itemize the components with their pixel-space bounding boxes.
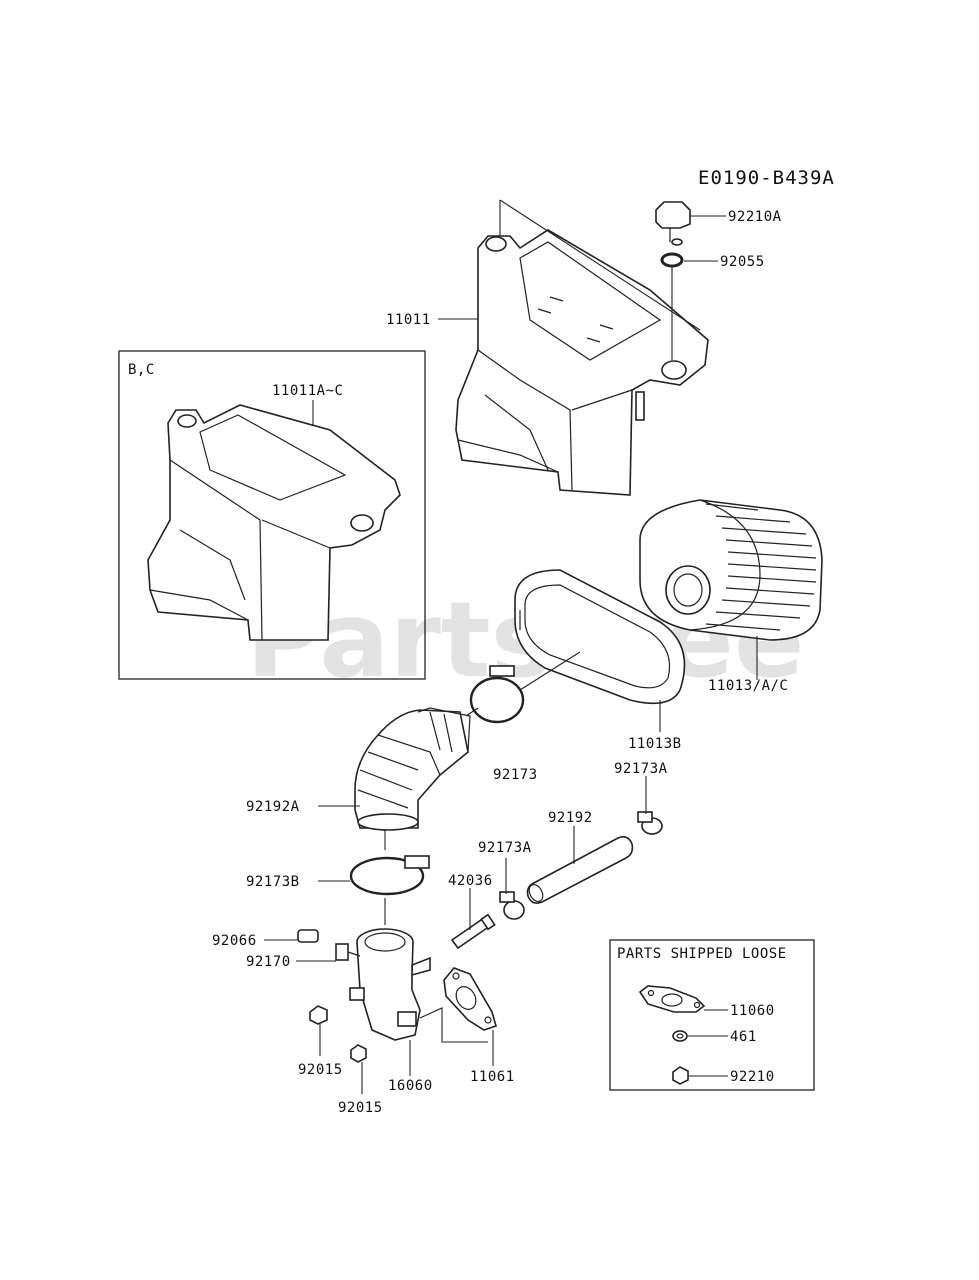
callout-16060: 16060 [388, 1078, 433, 1094]
callout-92055: 92055 [720, 254, 765, 270]
callout-92173: 92173 [493, 767, 538, 783]
callout-92192A: 92192A [246, 799, 300, 815]
gasket [443, 967, 497, 1031]
breather-hose [526, 836, 634, 904]
callout-92170: 92170 [246, 954, 291, 970]
callout-11011: 11011 [386, 312, 431, 328]
nut-bottom [350, 1044, 367, 1063]
callout-92015-bottom: 92015 [338, 1100, 383, 1116]
hose-clamp-bolt [335, 943, 361, 961]
plug-cap [297, 929, 319, 943]
assembly-guide-line [519, 651, 581, 691]
callout-92173A-right: 92173A [614, 761, 668, 777]
callout-92192: 92192 [548, 810, 593, 826]
loose-nut [672, 1066, 689, 1085]
loose-parts-heading: PARTS SHIPPED LOOSE [617, 946, 787, 962]
washer [660, 252, 684, 268]
callout-92015-left: 92015 [298, 1062, 343, 1078]
nut-left [309, 1005, 328, 1025]
variant-part-label: 11011A~C [272, 383, 343, 399]
variant-inset-heading: B,C [128, 362, 155, 378]
loose-washer [672, 1030, 688, 1042]
loose-label-11060: 11060 [730, 1003, 775, 1019]
variant-inset-box [118, 350, 426, 680]
hose-clamp-mid [499, 891, 525, 920]
loose-parts-box [609, 939, 815, 1091]
diagram-code: E0190-B439A [698, 167, 835, 189]
loose-label-92210: 92210 [730, 1069, 775, 1085]
callout-92066: 92066 [212, 933, 257, 949]
air-cleaner-case [455, 229, 709, 496]
air-filter-element [639, 499, 823, 641]
callout-11013: 11013/A/C [708, 678, 788, 694]
hose-guide-line [465, 707, 479, 717]
loose-label-461: 461 [730, 1029, 757, 1045]
callout-42036: 42036 [448, 873, 493, 889]
callout-92210A: 92210A [728, 209, 782, 225]
callout-11013B: 11013B [628, 736, 682, 752]
hose-clamp-upper [469, 665, 525, 724]
loose-gasket [638, 985, 706, 1013]
stud [450, 913, 496, 950]
element-pleats [705, 503, 817, 631]
hose-clamp-lower [349, 855, 430, 896]
gasket-guide [419, 1007, 488, 1043]
callout-92173A-mid: 92173A [478, 840, 532, 856]
hose-clamp-right [637, 811, 663, 835]
case-leader-diag [499, 199, 701, 331]
callout-11061: 11061 [470, 1069, 515, 1085]
wing-knob [655, 201, 691, 246]
callout-92173B: 92173B [246, 874, 300, 890]
intake-elbow [349, 928, 431, 1041]
intake-hose-elbow [354, 707, 471, 831]
pre-cleaner [514, 569, 686, 705]
air-cleaner-case-variant [147, 404, 401, 641]
